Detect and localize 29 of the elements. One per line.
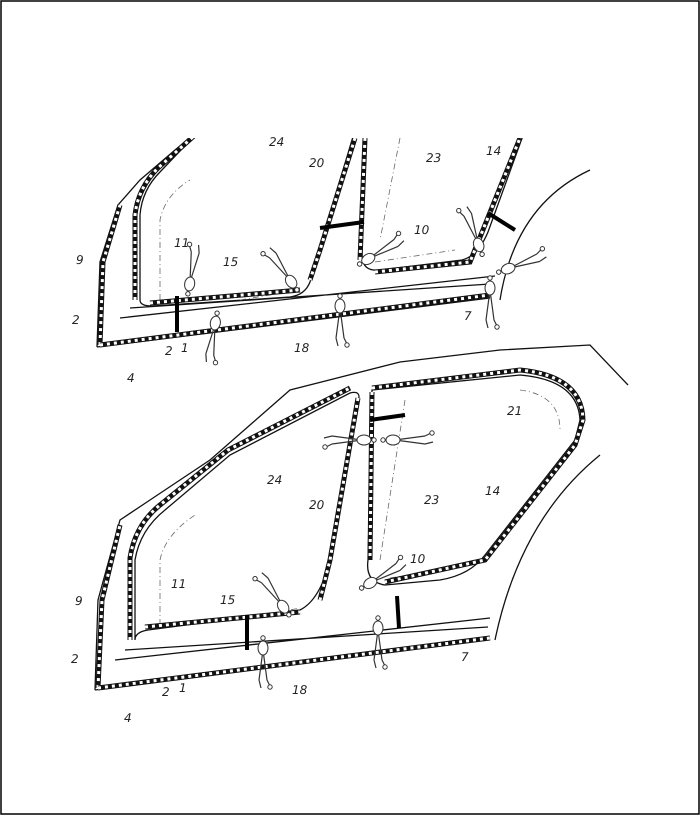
callout-number: 18 xyxy=(292,683,308,697)
callout-number: 18 xyxy=(294,341,310,355)
callout-number: 11 xyxy=(171,577,186,591)
callout-number: 23 xyxy=(426,151,442,165)
callout-number: 10 xyxy=(414,223,430,237)
callout-number: 1 xyxy=(179,681,187,695)
callout-number: 7 xyxy=(461,650,469,664)
callout-number: 11 xyxy=(174,236,190,250)
callout-number: 1 xyxy=(181,341,189,355)
callout-number: 20 xyxy=(309,498,324,512)
callout-number: 10 xyxy=(410,552,426,566)
callout-number: 9 xyxy=(76,253,84,267)
callout-number: 2 xyxy=(165,344,173,358)
callout-number: 2 xyxy=(72,313,80,327)
callout-number: 21 xyxy=(507,404,522,418)
callout-number: 7 xyxy=(464,309,472,323)
callout-number: 2 xyxy=(71,652,79,666)
callout-number: 15 xyxy=(220,593,236,607)
callout-number: 24 xyxy=(269,135,284,149)
callout-number: 14 xyxy=(485,484,500,498)
callout-number: 20 xyxy=(309,156,324,170)
callout-number: 2 xyxy=(162,685,170,699)
callout-number: 4 xyxy=(127,371,135,385)
callout-number: 23 xyxy=(424,493,440,507)
callout-number: 4 xyxy=(124,711,132,725)
callout-number: 15 xyxy=(223,255,238,269)
callout-number: 9 xyxy=(75,594,83,608)
callout-number: 24 xyxy=(267,473,282,487)
callout-number: 14 xyxy=(486,144,502,158)
